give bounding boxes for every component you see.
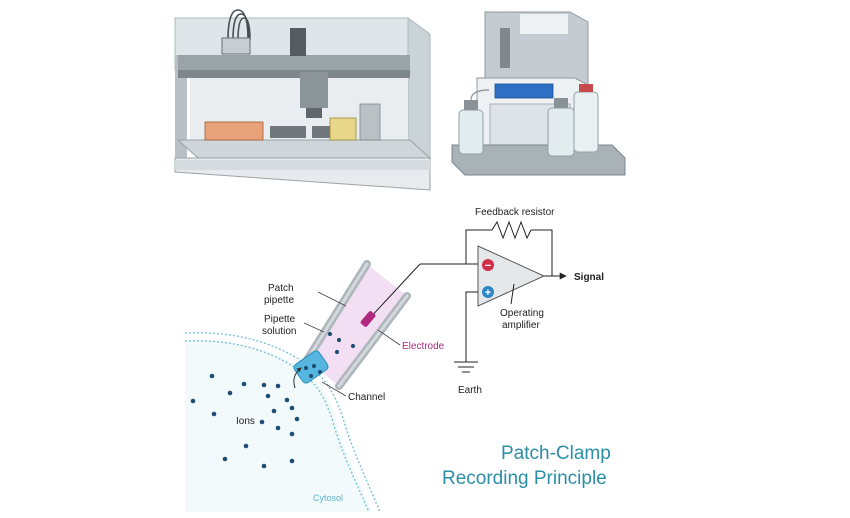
ion: [190, 398, 196, 404]
ion: [275, 383, 281, 389]
earth-label: Earth: [458, 385, 482, 396]
ion: [289, 458, 295, 464]
ion: [227, 390, 233, 396]
ion: [209, 373, 215, 379]
ion: [289, 431, 295, 437]
ion: [294, 416, 300, 422]
ion: [336, 337, 342, 343]
ions-label: Ions: [236, 416, 255, 427]
cell-membrane-inner: [184, 340, 370, 513]
pipette-solution-label-1: Pipette: [264, 314, 296, 325]
feedback-resistor-symbol: [491, 220, 532, 240]
minus-sign: −: [485, 260, 491, 272]
ion: [241, 381, 247, 387]
pipette-solution-label-2: solution: [262, 326, 296, 337]
electrode: [360, 263, 421, 327]
ions: [190, 373, 300, 469]
ion: [261, 463, 267, 469]
title-line-1: Patch-Clamp: [501, 443, 611, 464]
ion: [350, 343, 356, 349]
amplifier-label: amplifier: [502, 320, 540, 331]
ion: [275, 425, 281, 431]
ion: [289, 405, 295, 411]
signal-label: Signal: [574, 272, 604, 283]
ion: [284, 397, 290, 403]
ion-flow-arrow: [293, 367, 302, 389]
channel-label: Channel: [348, 392, 385, 403]
ion-channel: [293, 350, 329, 384]
minus-input-icon: [482, 259, 494, 271]
operating-label: Operating: [500, 308, 544, 319]
ion: [261, 382, 267, 388]
wire-ground: [465, 291, 478, 362]
patch-pipette: [293, 260, 421, 390]
patch-clamp-amplifier-unit: [451, 11, 626, 176]
electrode-label: Electrode: [402, 341, 445, 352]
plus-sign: +: [485, 287, 491, 299]
ion: [211, 411, 217, 417]
patch-label: Patch: [268, 283, 294, 294]
ion: [259, 419, 265, 425]
feedback-wire-left: [465, 229, 492, 264]
ion: [265, 393, 271, 399]
amplifier-pointer: [510, 283, 515, 305]
leader-lines: [303, 291, 401, 397]
ion: [222, 456, 228, 462]
ion: [327, 331, 333, 337]
ion: [243, 443, 249, 449]
feedback-wire-right: [531, 229, 553, 276]
automated-patch-clamp-workstation: [174, 9, 432, 191]
ion: [271, 408, 277, 414]
feedback-resistor-label: Feedback resistor: [475, 207, 555, 218]
cell: [184, 332, 381, 513]
title-line-2: Recording Principle: [442, 468, 607, 489]
plus-input-icon: [482, 286, 494, 298]
ion: [334, 349, 340, 355]
operating-amplifier: [477, 245, 546, 307]
amplifier-circuit: [420, 220, 567, 373]
cytosol-label: Cytosol: [313, 493, 343, 503]
pipette-label: pipette: [264, 295, 294, 306]
